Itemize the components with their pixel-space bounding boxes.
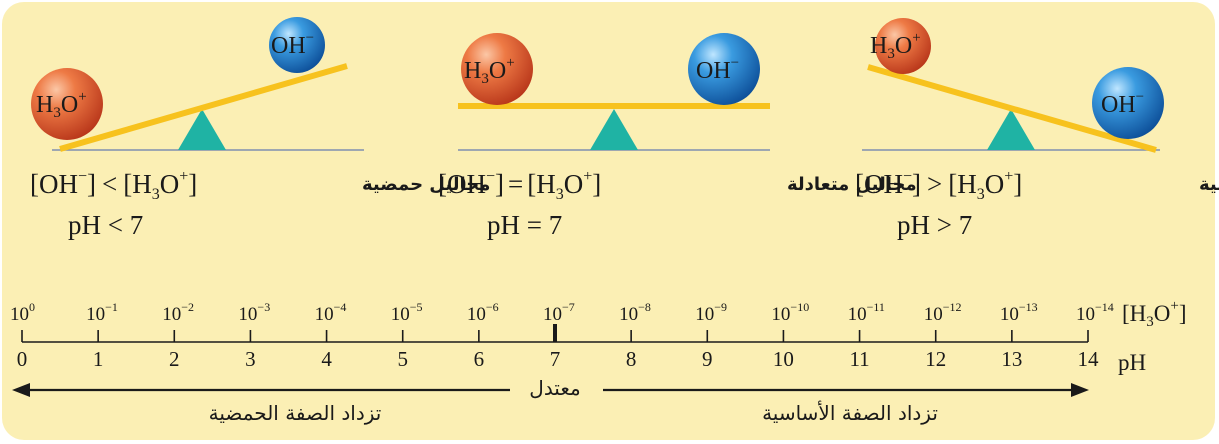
ph-tick-label: 10 <box>773 347 794 371</box>
acidic-arrow-label: تزداد الصفة الحمضية <box>209 401 382 425</box>
ph-tick-label: 0 <box>17 347 28 371</box>
basic-relation: [OH−]>[H3O+] <box>855 168 1022 203</box>
ph-tick-label: 1 <box>93 347 104 371</box>
ph-tick-label: 9 <box>702 347 713 371</box>
ph-tick-label: 11 <box>849 347 869 371</box>
basic-label: محاليل أساسية <box>1199 172 1219 195</box>
ph-tick-label: 2 <box>169 347 180 371</box>
neutral-marker-label: معتدل <box>529 376 580 400</box>
neutral-relation: [OH−]=[H3O+] <box>438 168 601 203</box>
basic-ph: pH > 7 <box>897 210 972 240</box>
acidic-relation: [OH−]<[H3O+] <box>30 168 197 203</box>
ph-tick-label: 7 <box>550 347 561 371</box>
ph-tick-label: 13 <box>1001 347 1022 371</box>
ph-tick-label: 6 <box>474 347 485 371</box>
acidic-ph: pH < 7 <box>68 210 143 240</box>
ph-tick-label: 12 <box>925 347 946 371</box>
neutral-ph: pH = 7 <box>487 210 562 240</box>
ph-tick-label: 5 <box>397 347 408 371</box>
ph-tick-label: 14 <box>1078 347 1100 371</box>
basic-arrow-label: تزداد الصفة الأساسية <box>762 401 938 425</box>
ph-unit-label: pH <box>1118 350 1146 375</box>
ph-tick-label: 8 <box>626 347 637 371</box>
ph-tick-label: 4 <box>321 347 332 371</box>
ph-tick-label: 3 <box>245 347 256 371</box>
